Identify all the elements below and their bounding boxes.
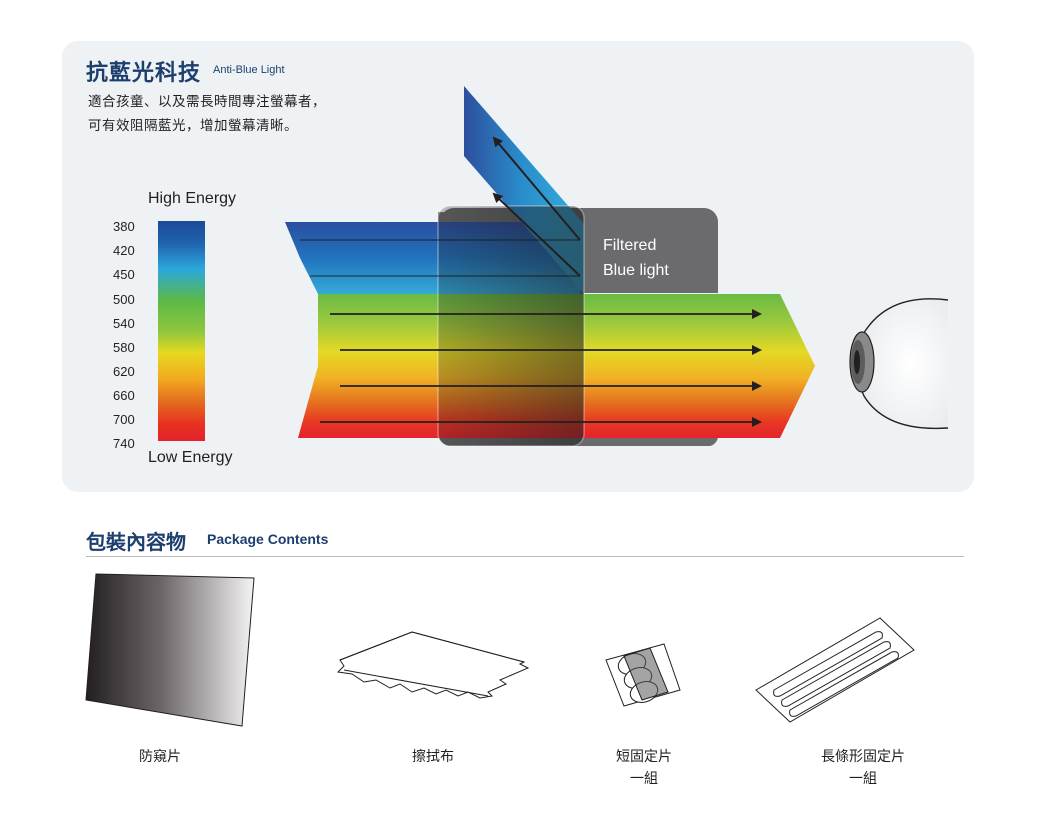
- item-name: 短固定片: [616, 749, 672, 765]
- high-energy-label: High Energy: [148, 190, 237, 207]
- wavelength-label: 450: [113, 267, 135, 282]
- item-name: 擦拭布: [412, 749, 454, 765]
- reflected-ray-arrow: [492, 136, 581, 241]
- wavelength-label: 700: [113, 412, 135, 427]
- wavelength-label: 540: [113, 316, 135, 331]
- low-energy-label: Low Energy: [148, 449, 233, 466]
- section-title-anti-blue: 抗藍光科技: [86, 61, 202, 86]
- item-name: 長條形固定片: [821, 749, 905, 765]
- package-contents-title: 包裝內容物: [86, 530, 186, 554]
- privacy-screen-image: [85, 573, 255, 727]
- wavelength-label: 500: [113, 292, 135, 307]
- section-divider: [86, 556, 964, 557]
- short-fixing-sticker-icon: [605, 643, 681, 707]
- wavelength-label: 620: [113, 364, 135, 379]
- cleaning-cloth-icon: [336, 631, 530, 699]
- package-item-privacy-screen: 防窺片: [110, 746, 210, 768]
- wavelength-label: 660: [113, 388, 135, 403]
- item-sub: 一組: [849, 771, 877, 787]
- package-item-cleaning-cloth: 擦拭布: [383, 746, 483, 768]
- spectrum-color-bar: [158, 221, 205, 441]
- long-fixing-strip-icon: [755, 617, 915, 723]
- anti-blue-filter-glass: [438, 206, 584, 446]
- wavelength-label: 420: [113, 243, 135, 258]
- wavelength-label: 580: [113, 340, 135, 355]
- wavelength-label: 740: [113, 436, 135, 451]
- eye-icon: [849, 298, 949, 430]
- description-line-1: 適合孩童、以及需長時間專注螢幕者，: [88, 94, 326, 110]
- package-item-long-strip: 長條形固定片 一組: [798, 746, 928, 790]
- description-line-2: 可有效阻隔藍光，增加螢幕清晰。: [88, 118, 298, 134]
- filtered-label-line-1: Filtered: [603, 237, 657, 254]
- item-name: 防窺片: [139, 749, 181, 765]
- section-title-anti-blue-en: Anti-Blue Light: [213, 64, 285, 76]
- reflected-ray-arrow: [492, 192, 581, 277]
- item-sub: 一組: [630, 771, 658, 787]
- package-contents-title-en: Package Contents: [207, 531, 329, 547]
- package-item-short-sticker: 短固定片 一組: [594, 746, 694, 790]
- filtered-label-line-2: Blue light: [603, 262, 669, 279]
- wavelength-label: 380: [113, 219, 135, 234]
